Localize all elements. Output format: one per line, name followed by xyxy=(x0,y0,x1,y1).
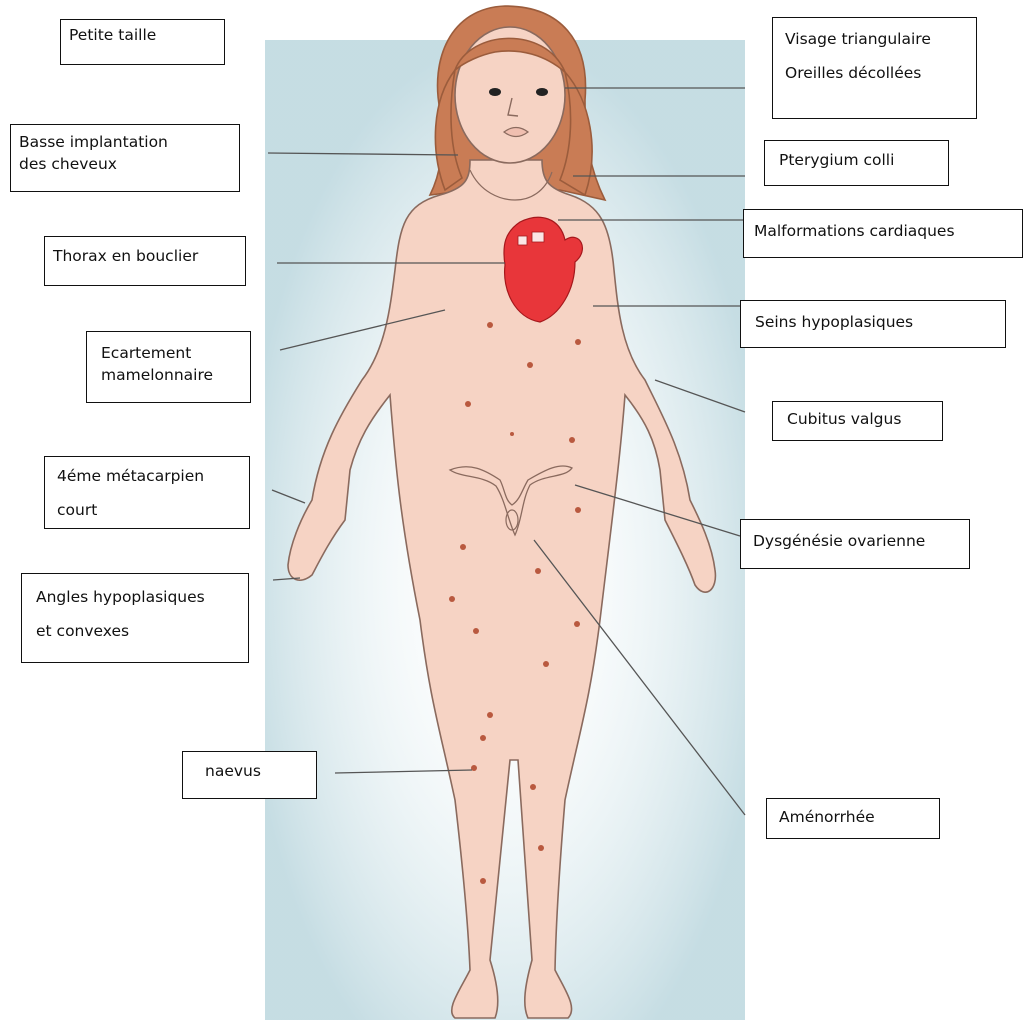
label-thorax-en-bouclier: Thorax en bouclier xyxy=(44,236,246,286)
label-amenorrhee: Aménorrhée xyxy=(766,798,940,839)
right-eye xyxy=(536,88,548,96)
label-text: Cubitus valgus xyxy=(787,408,934,430)
label-text: Thorax en bouclier xyxy=(53,245,237,267)
label-text: Seins hypoplasiques xyxy=(755,311,997,333)
label-text: Visage triangulaire xyxy=(785,28,968,50)
label-text: Aménorrhée xyxy=(779,806,931,828)
label-text: Oreilles décollées xyxy=(785,62,968,84)
label-text: Ecartement xyxy=(101,342,242,364)
label-text: Dysgénésie ovarienne xyxy=(753,530,961,552)
label-metacarpien-court: 4éme métacarpien court xyxy=(44,456,250,529)
label-malformations-cardiaques: Malformations cardiaques xyxy=(743,209,1023,258)
label-text: des cheveux xyxy=(19,153,231,175)
label-pterygium-colli: Pterygium colli xyxy=(764,140,949,186)
label-text: Basse implantation xyxy=(19,131,231,153)
label-ecartement-mamelonnaire: Ecartement mamelonnaire xyxy=(86,331,251,403)
label-cubitus-valgus: Cubitus valgus xyxy=(772,401,943,441)
label-text: mamelonnaire xyxy=(101,364,242,386)
label-text: naevus xyxy=(205,760,308,782)
left-eye xyxy=(489,88,501,96)
label-dysgenesie-ovarienne: Dysgénésie ovarienne xyxy=(740,519,970,569)
label-text: Pterygium colli xyxy=(779,149,940,171)
label-naevus: naevus xyxy=(182,751,317,799)
label-angles-hypoplasiques: Angles hypoplasiques et convexes xyxy=(21,573,249,663)
label-visage-oreilles: Visage triangulaire Oreilles décollées xyxy=(772,17,977,119)
label-petite-taille: Petite taille xyxy=(60,19,225,65)
label-basse-implantation: Basse implantation des cheveux xyxy=(10,124,240,192)
label-seins-hypoplasiques: Seins hypoplasiques xyxy=(740,300,1006,348)
label-text: court xyxy=(57,499,241,521)
label-text: Angles hypoplasiques xyxy=(36,586,240,608)
label-text: Petite taille xyxy=(69,24,216,46)
label-text: et convexes xyxy=(36,620,240,642)
label-text: 4éme métacarpien xyxy=(57,465,241,487)
label-text: Malformations cardiaques xyxy=(754,220,1014,242)
